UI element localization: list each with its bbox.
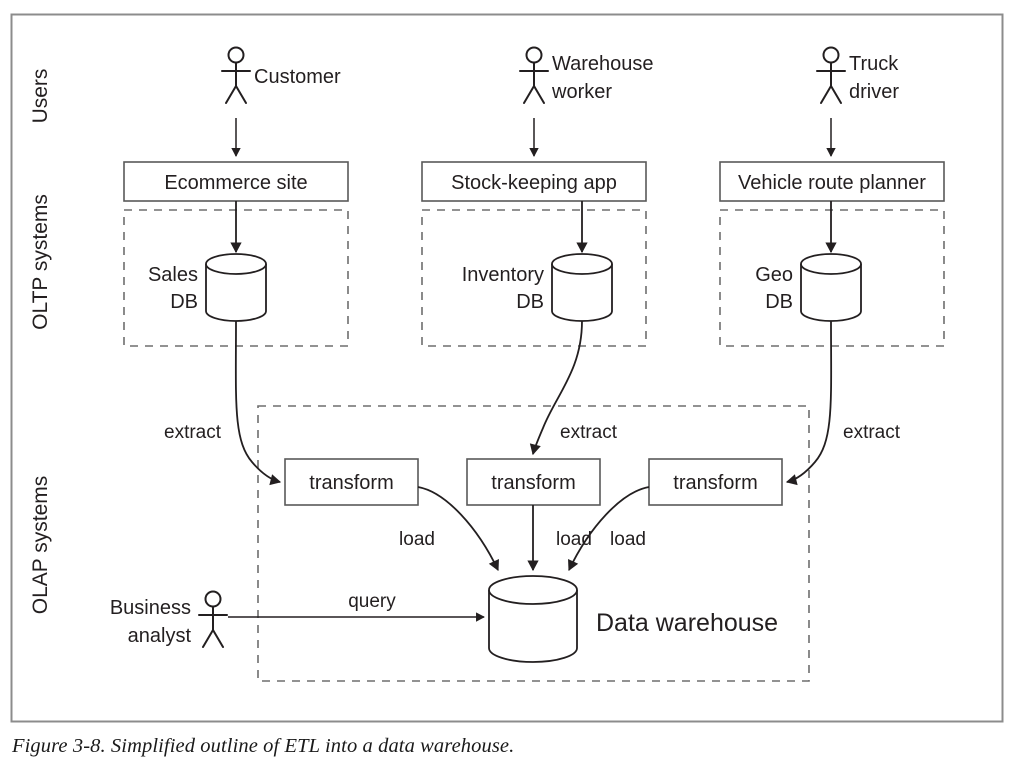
lane-label-oltp: OLTP systems [29,194,52,330]
app-ecommerce-site[interactable]: Ecommerce site [123,161,349,202]
process-label-transform-3: transform [673,472,757,494]
edge-extract-2 [529,320,583,456]
process-label-transform-1: transform [309,472,393,494]
figure-caption: Figure 3-8. Simplified outline of ETL in… [12,735,515,757]
lane-label-olap: OLAP systems [29,476,52,615]
db-label-sales-line2: DB [170,291,198,313]
stick-figure-icon [221,46,251,104]
process-label-transform-2: transform [491,472,575,494]
figure-frame [10,13,1004,723]
actor-label-business-analyst-line2: analyst [128,625,192,647]
edge-label-load-3: load [610,529,646,550]
edge-label-extract-2: extract [560,422,618,443]
actor-label-warehouse-worker-line2: worker [551,81,612,103]
actor-warehouse-worker: Warehouse worker [519,46,654,104]
database-geo-db[interactable]: Geo DB [755,253,862,322]
process-transform-3[interactable]: transform [648,458,783,506]
edge-label-load-1: load [399,529,435,550]
actor-label-truck-driver-line1: Truck [849,53,899,75]
actor-business-analyst: Business analyst [110,590,228,648]
database-sales-db[interactable]: Sales DB [148,253,267,322]
app-vehicle-route-planner[interactable]: Vehicle route planner [719,161,945,202]
oltp-boundary-inventory [421,209,647,347]
db-label-geo-line2: DB [765,291,793,313]
edge-label-extract-1: extract [164,422,222,443]
process-transform-2[interactable]: transform [466,458,601,506]
oltp-boundary-geo [719,209,945,347]
app-label-ecommerce-site: Ecommerce site [164,172,307,194]
etl-diagram: Users OLTP systems OLAP systems Customer [10,13,1004,723]
stick-figure-icon [198,590,228,648]
edge-extract-3 [785,320,833,486]
app-label-stock-keeping-app: Stock-keeping app [451,172,617,194]
olap-boundary [257,405,810,682]
db-label-inventory-line2: DB [516,291,544,313]
stick-figure-icon [816,46,846,104]
stick-figure-icon [519,46,549,104]
actor-label-warehouse-worker-line1: Warehouse [552,53,654,75]
db-label-geo-line1: Geo [755,264,793,286]
database-inventory-db[interactable]: Inventory DB [462,253,613,322]
actor-label-business-analyst-line1: Business [110,597,191,619]
label-data-warehouse: Data warehouse [596,609,778,637]
db-label-inventory-line1: Inventory [462,264,544,286]
lane-label-users: Users [29,69,52,124]
actor-customer: Customer [221,46,341,104]
edge-load-1 [417,486,499,572]
database-data-warehouse[interactable]: Data warehouse [488,575,778,663]
actor-label-truck-driver-line2: driver [849,81,899,103]
actor-truck-driver: Truck driver [816,46,899,104]
app-stock-keeping-app[interactable]: Stock-keeping app [421,161,647,202]
process-transform-1[interactable]: transform [284,458,419,506]
edge-extract-1 [234,320,282,486]
edge-label-query-1: query [348,591,396,612]
edge-load-3 [568,486,650,572]
db-label-sales-line1: Sales [148,264,198,286]
actor-label-customer: Customer [254,66,341,88]
app-label-vehicle-route-planner: Vehicle route planner [738,172,926,194]
edge-label-extract-3: extract [843,422,901,443]
